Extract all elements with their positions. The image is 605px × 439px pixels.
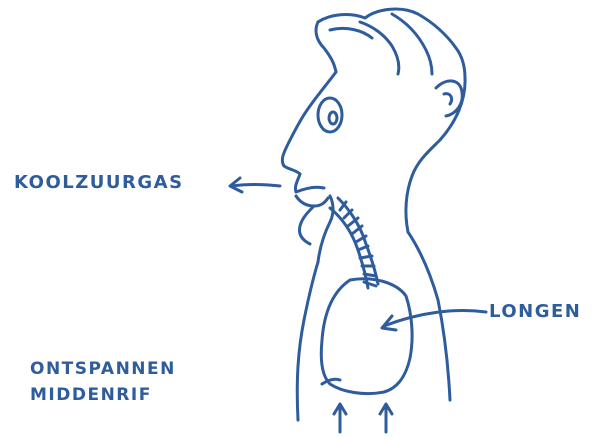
diaphragm-label-line1: ONTSPANNEN [30,356,176,382]
exhale-arrow [230,178,280,192]
lungs-label: LONGEN [489,301,581,322]
lungs-outline [321,279,412,394]
diaphragm-label-line2: MIDDENRIF [30,382,176,408]
eye-icon [318,98,342,132]
diaphragm-up-arrows [334,404,392,432]
trachea [330,198,378,288]
diaphragm-label: ONTSPANNEN MIDDENRIF [30,356,176,408]
lungs-pointer-arrow [382,311,486,330]
exhaled-gas-label: KOOLZUURGAS [14,172,184,193]
hair-outline [316,9,465,78]
